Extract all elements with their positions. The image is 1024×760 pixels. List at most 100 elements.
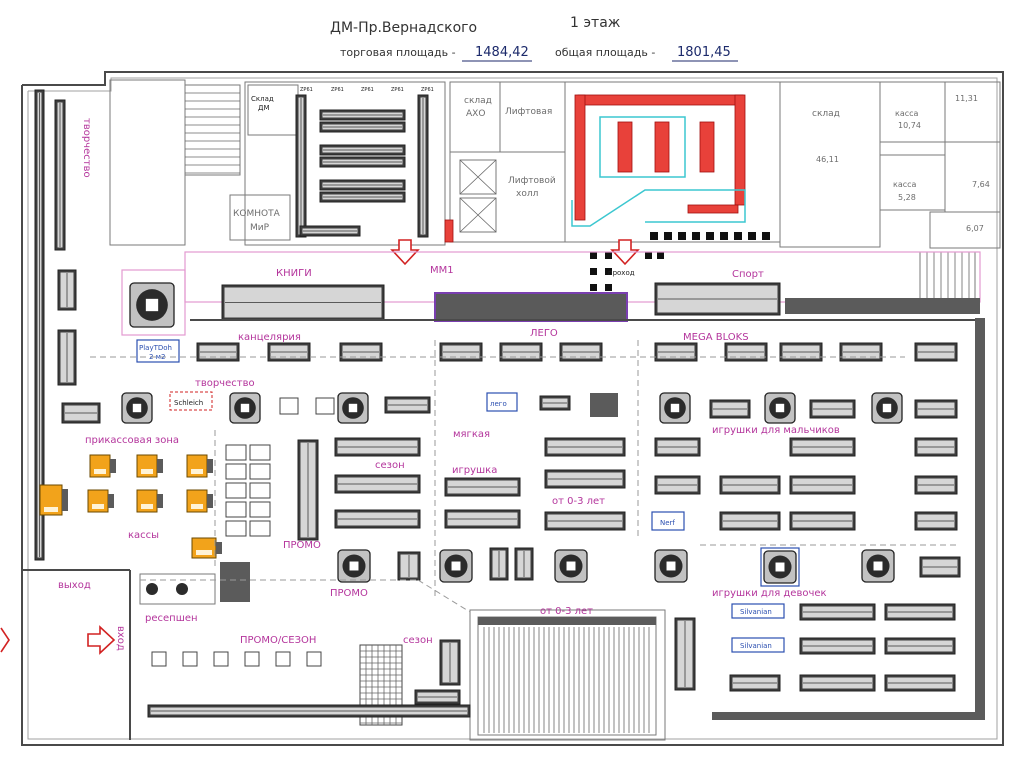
- round-display-center: [670, 403, 680, 413]
- elevator-cross: [459, 159, 497, 195]
- cash-desk-back: [216, 542, 222, 554]
- red-fixture: [699, 121, 715, 173]
- zone-season: сезон: [375, 460, 405, 471]
- zone-soft-toys-2: игрушка: [452, 465, 497, 476]
- small-fixture: [605, 284, 612, 291]
- zone-reception: ресепшен: [145, 613, 198, 624]
- zone-promo-2: ПРОМО: [330, 588, 368, 599]
- room-outline: [499, 81, 566, 153]
- zone-exit: выход: [58, 580, 91, 591]
- zone-promo: ПРОМО: [283, 540, 321, 551]
- promo-table: [306, 651, 322, 667]
- display-table: [225, 444, 247, 461]
- promo-table: [213, 651, 229, 667]
- elevator-hall-label-2: холл: [516, 189, 538, 199]
- promo-table: [182, 651, 198, 667]
- round-display-center: [882, 403, 892, 413]
- cash-room-2-label: касса: [893, 180, 917, 189]
- small-fixture: [664, 232, 672, 240]
- zone-playdoh: PlayTDoh: [139, 344, 172, 352]
- plan-header: ДМ-Пр.Вернадского 1 этаж торговая площад…: [330, 15, 738, 62]
- zone-age-0-3: от 0-3 лет: [552, 496, 605, 507]
- cash-desk-counter: [94, 469, 106, 474]
- circulation-line: [417, 579, 471, 613]
- zone-age-0-3-2: от 0-3 лет: [540, 606, 593, 617]
- zone-labels: КНИГИ ММ1 проход Спорт канцелярия ЛЕГО M…: [58, 265, 840, 651]
- zone-sport: Спорт: [732, 269, 764, 280]
- room-outline: [229, 194, 291, 241]
- cash-desk-counter: [141, 469, 153, 474]
- cash-room-2-area: 5,28: [898, 193, 916, 202]
- zone-soft-toys: мягкая: [453, 429, 490, 440]
- cash-room-1-area: 10,74: [898, 121, 921, 130]
- schleich-box: [169, 391, 213, 411]
- small-fixture: [590, 252, 597, 259]
- promo-table: [151, 651, 167, 667]
- red-fixture: [444, 219, 454, 243]
- display-table: [249, 520, 271, 537]
- cash-desk-counter: [196, 550, 212, 555]
- display-table: [249, 501, 271, 518]
- storage-tag: ZP61: [331, 87, 344, 93]
- zone-mm1: ММ1: [430, 265, 454, 276]
- cash-desk-counter: [92, 504, 104, 509]
- cash-desk-back: [207, 494, 213, 508]
- staircase: [919, 251, 976, 301]
- small-fixture: [590, 268, 597, 275]
- zone-mega-bloks: MEGA BLOKS: [683, 332, 749, 343]
- round-display-center: [873, 561, 883, 571]
- nerf-box: [651, 511, 685, 531]
- cash-desk-back: [62, 489, 68, 511]
- round-display-center: [451, 561, 461, 571]
- cash-desk-counter: [141, 504, 153, 509]
- room-outline: [779, 81, 881, 248]
- playdoh-box: [136, 339, 180, 363]
- reception-desk: [139, 573, 216, 605]
- zone-creativity: творчество: [195, 378, 255, 389]
- red-fixture: [574, 94, 586, 221]
- zone-passage: проход: [608, 269, 635, 277]
- zone-outline: [121, 269, 186, 336]
- zone-sylvanian-2: Silvanian: [740, 642, 772, 650]
- outer-wall-inner-line: [27, 77, 998, 740]
- plan-title: ДМ-Пр.Вернадского: [330, 20, 477, 36]
- round-display-center: [348, 403, 358, 413]
- elevator-cross: [459, 197, 497, 233]
- cyan-zone-outline: [599, 116, 686, 178]
- small-fixture: [678, 232, 686, 240]
- promo-table: [275, 651, 291, 667]
- dm-storage-label: Склад: [251, 95, 274, 103]
- small-fixture: [590, 284, 597, 291]
- entrance-arrow: [87, 625, 116, 655]
- lego-box: [486, 392, 518, 412]
- display-stand: [590, 393, 618, 417]
- zone-lego-small: лего: [490, 400, 507, 408]
- warehouse-area-label: 46,11: [816, 155, 839, 164]
- storage-tag: ZP61: [361, 87, 374, 93]
- red-fixture: [734, 94, 746, 206]
- round-display-center: [349, 561, 359, 571]
- reception-seat: [146, 583, 158, 595]
- red-fixture: [577, 94, 744, 106]
- room-outline: [564, 81, 781, 243]
- staircase: [184, 84, 241, 176]
- display-table: [225, 501, 247, 518]
- cash-desk-back: [110, 459, 116, 473]
- small-fixture: [734, 232, 742, 240]
- zone-boys-toys: игрушки для мальчиков: [712, 425, 840, 436]
- cash-desk-back: [207, 459, 213, 473]
- aho-storage-label: склад: [464, 96, 492, 106]
- room-outline: [944, 141, 1001, 213]
- sales-area-value: 1484,42: [475, 45, 529, 60]
- round-display-center: [775, 403, 785, 413]
- zone-playdoh-size: 2 м2: [149, 353, 165, 361]
- cyan-zone-outline: [571, 189, 746, 227]
- total-area-value: 1801,45: [677, 45, 731, 60]
- zone-lego: ЛЕГО: [530, 328, 558, 339]
- zone-schleich: Schleich: [174, 399, 203, 407]
- promo-table: [244, 651, 260, 667]
- red-fixture: [654, 121, 670, 173]
- small-fixture: [762, 232, 770, 240]
- room-outline: [109, 79, 186, 246]
- wall-unit: [712, 712, 975, 720]
